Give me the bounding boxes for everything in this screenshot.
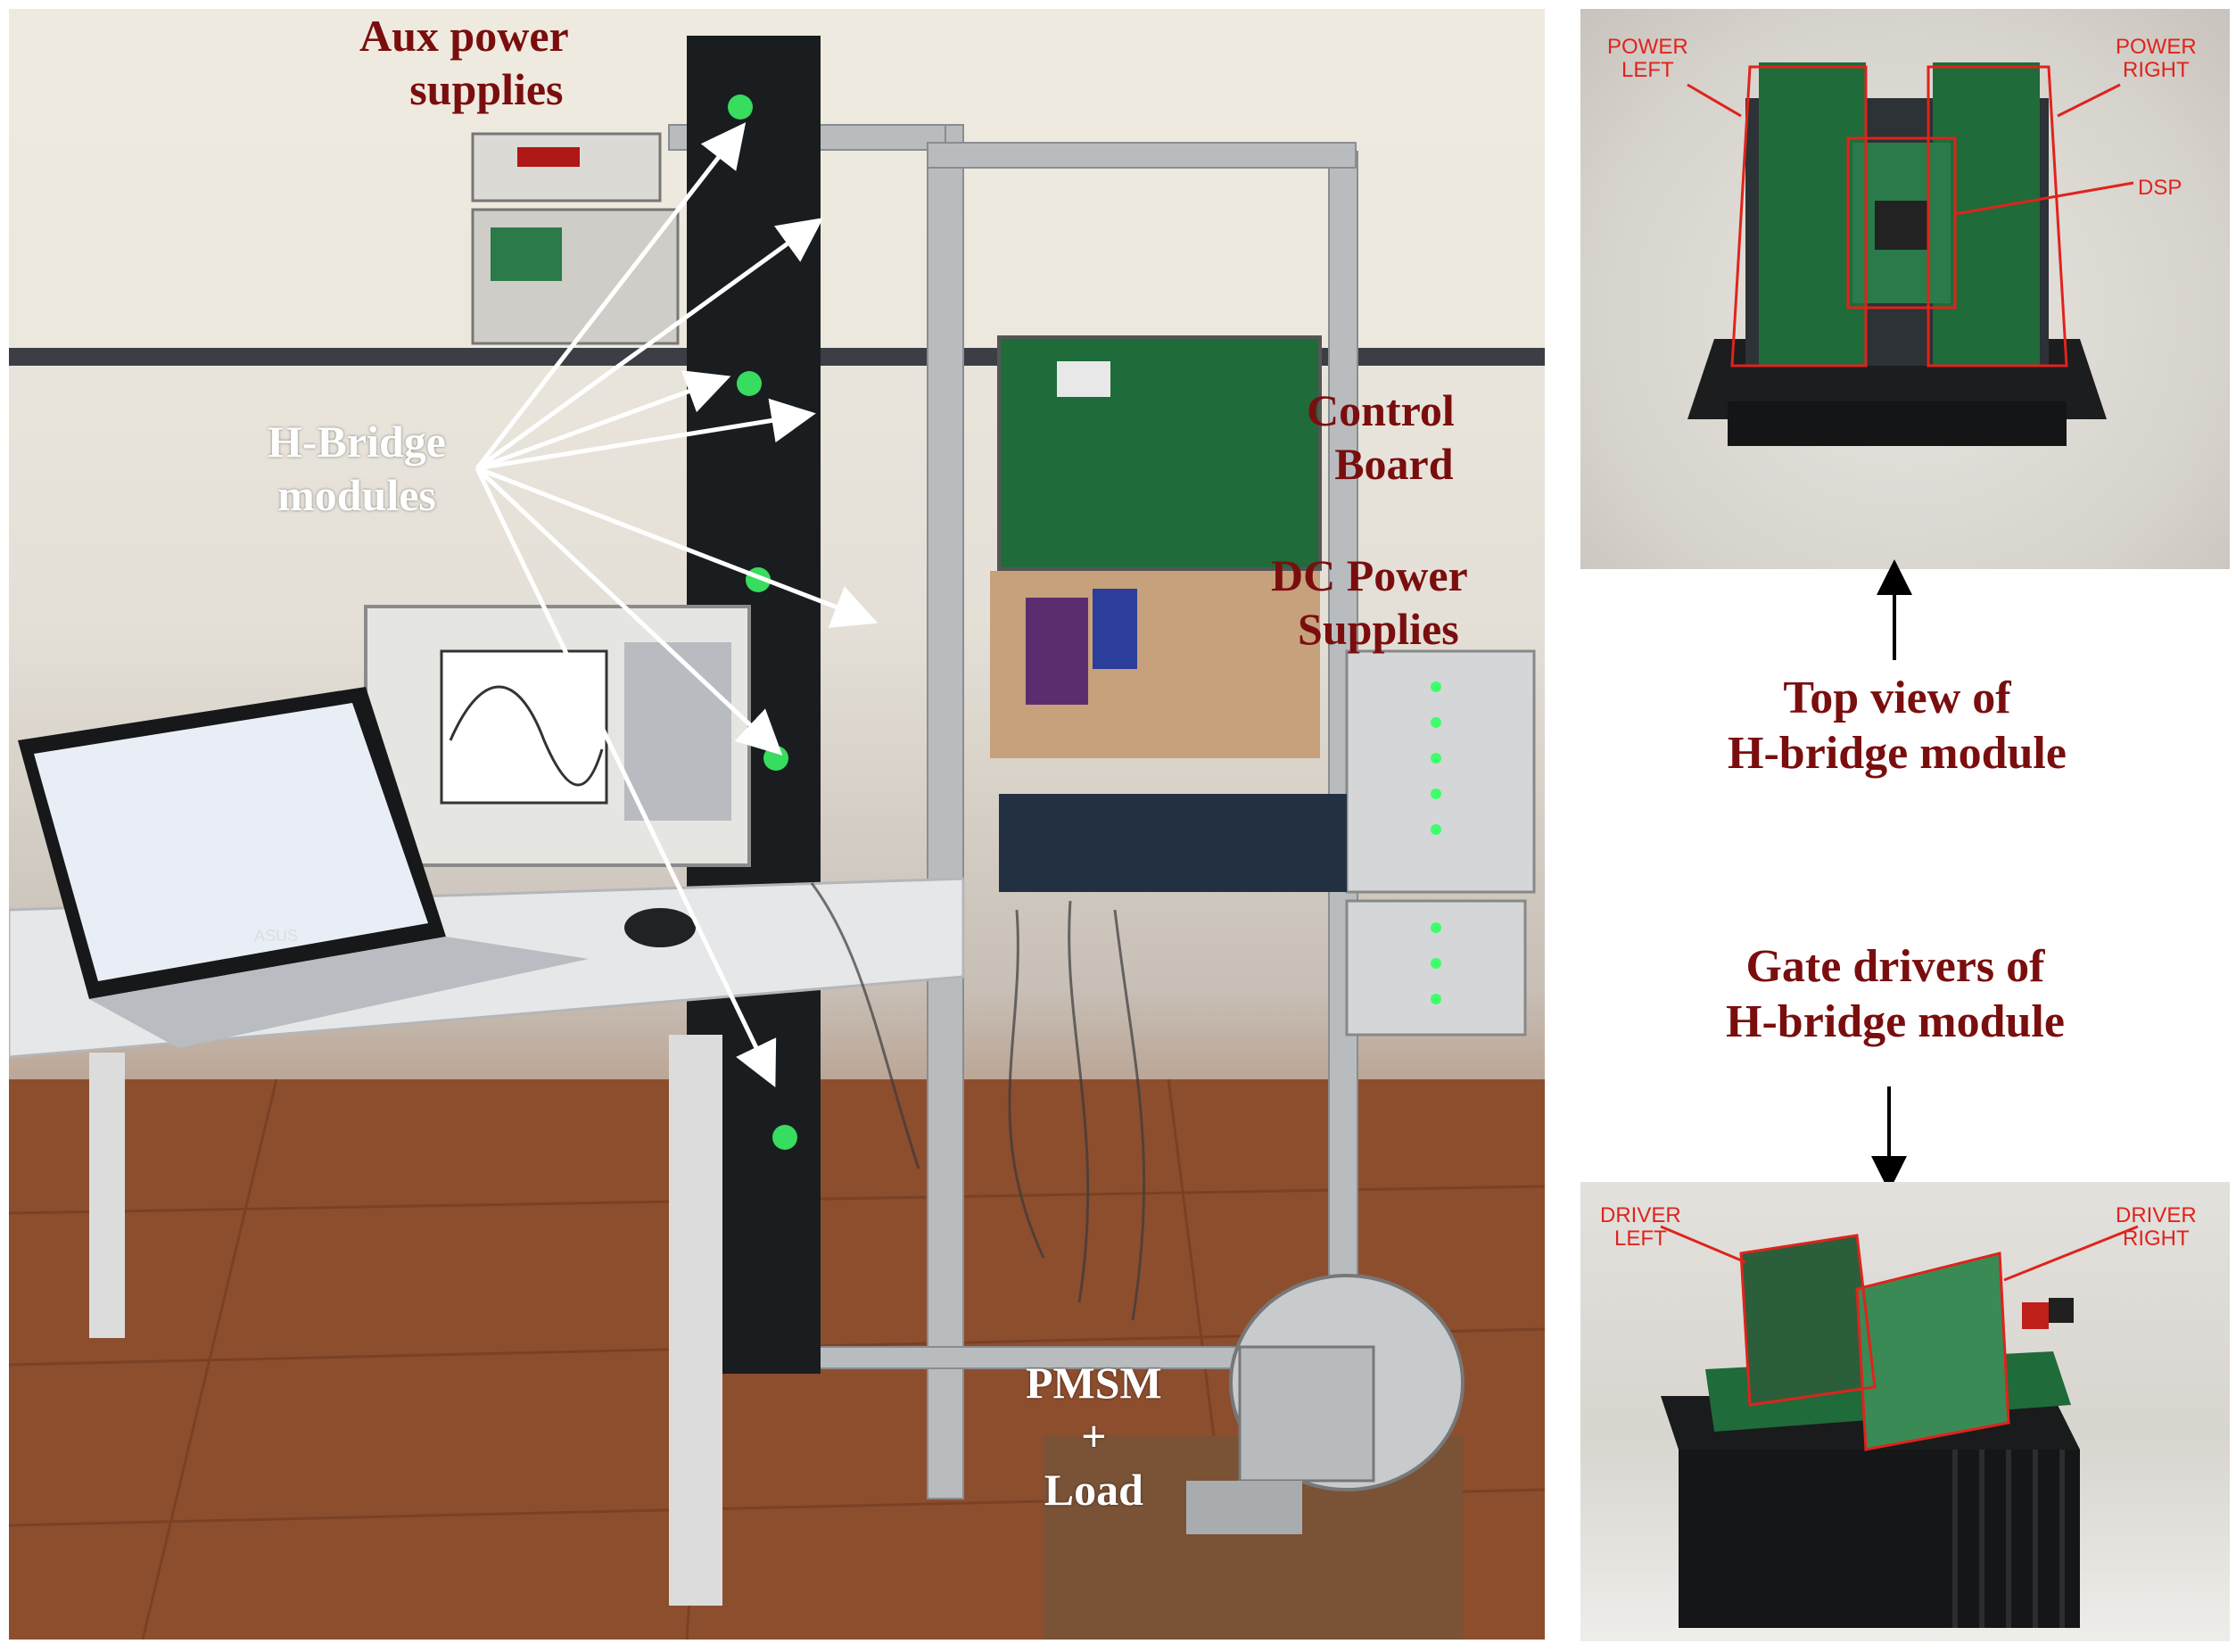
network-box <box>999 794 1347 892</box>
pmsm-label-line3: Load <box>1044 1465 1143 1515</box>
gate-drivers-illustration <box>1660 1225 2139 1628</box>
power-left-board <box>1759 62 1866 366</box>
driver-right-tag-line2: RIGHT <box>2123 1227 2190 1251</box>
aux-power-label-line2: supplies <box>409 64 564 114</box>
pmsm-motor <box>1044 1274 1465 1640</box>
gate-drivers-photo: DRIVER LEFT DRIVER RIGHT <box>1580 1182 2230 1641</box>
control-board <box>997 335 1322 571</box>
gate-drivers-caption-line1: Gate drivers of <box>1745 941 2045 992</box>
hbridge-label-line1: H-Bridge <box>268 417 446 467</box>
driver-left-tag-line1: DRIVER <box>1600 1203 1681 1227</box>
driver-left-board <box>1741 1235 1875 1405</box>
driver-right-tag-line1: DRIVER <box>2116 1203 2197 1227</box>
pmsm-label-line2: + <box>1081 1411 1107 1461</box>
laptop-brand-text: ASUS <box>254 927 298 945</box>
hbridge-top-illustration <box>1687 62 2134 446</box>
aux-supply-1 <box>471 132 662 202</box>
gate-heatsink <box>1679 1450 2080 1628</box>
laptop: ASUS <box>18 687 589 1048</box>
aux-power-label: Aux power supplies <box>359 9 569 116</box>
top-view-caption: Top view of H-bridge module <box>1705 671 2089 782</box>
dc-power-supplies <box>1345 649 1536 1037</box>
dc-power-label: DC Power Supplies <box>1271 549 1468 656</box>
power-left-tag-line1: POWER <box>1607 35 1688 59</box>
top-view-pointers <box>1687 83 2134 216</box>
oscilloscope <box>364 605 751 867</box>
power-right-tag-line2: RIGHT <box>2123 58 2190 83</box>
top-view-caption-line2: H-bridge module <box>1728 728 2067 780</box>
mouse <box>624 908 696 947</box>
hbridge-label: H-Bridge modules <box>268 415 446 522</box>
power-right-tag-line1: POWER <box>2116 35 2197 59</box>
control-board-label-line1: Control <box>1307 385 1455 435</box>
pmsm-label: PMSM + Load <box>1026 1356 1162 1516</box>
control-board-label-line2: Board <box>1334 439 1454 489</box>
power-right-tag: POWER RIGHT <box>2116 35 2197 83</box>
control-board-label: Control Board <box>1307 384 1455 491</box>
gate-driver-pointers <box>1660 1225 2139 1282</box>
driver-right-tag: DRIVER RIGHT <box>2116 1203 2197 1251</box>
driver-left-tag-line2: LEFT <box>1614 1227 1667 1251</box>
hbridge-top-view-photo: POWER LEFT POWER RIGHT DSP <box>1580 9 2230 569</box>
pmsm-label-line1: PMSM <box>1026 1358 1162 1408</box>
driver-right-board <box>1857 1253 2009 1450</box>
top-view-caption-line1: Top view of <box>1783 673 2011 723</box>
test-bench-photo: ASUS <box>9 9 1545 1640</box>
test-bench-illustration: ASUS <box>9 9 1545 1640</box>
power-left-tag-line2: LEFT <box>1621 58 1674 83</box>
dsp-tag: DSP <box>2138 176 2182 200</box>
dc-power-label-line1: DC Power <box>1271 550 1468 600</box>
hbridge-label-line2: modules <box>277 470 436 520</box>
hbridge-arrows <box>474 122 879 1088</box>
dc-power-label-line2: Supplies <box>1298 604 1459 654</box>
gate-drivers-caption-line2: H-bridge module <box>1726 996 2065 1048</box>
driver-left-tag: DRIVER LEFT <box>1600 1203 1681 1251</box>
aux-power-label-line1: Aux power <box>359 11 569 61</box>
dsp-tag-text: DSP <box>2138 176 2182 200</box>
power-left-tag: POWER LEFT <box>1607 35 1688 83</box>
gate-drivers-caption: Gate drivers of H-bridge module <box>1699 939 2092 1051</box>
